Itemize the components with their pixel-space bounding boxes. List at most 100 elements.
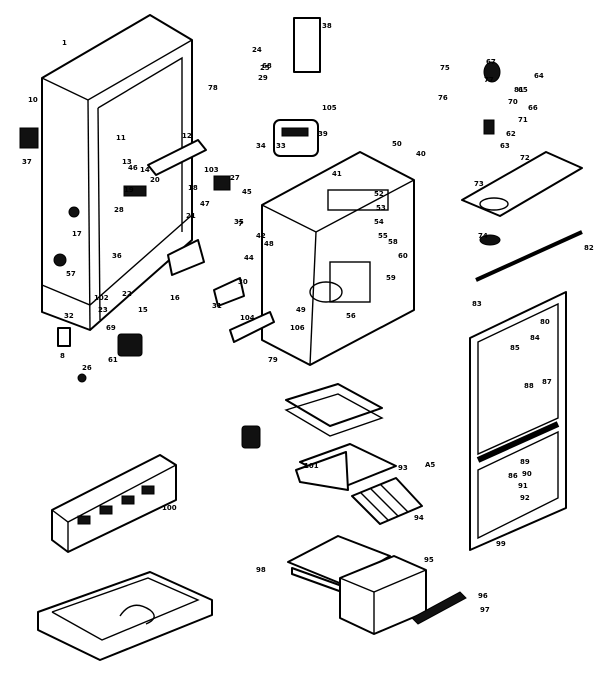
ice-tray-rack	[461, 61, 583, 246]
callout-100: 100	[162, 504, 177, 512]
callout-85: 85	[510, 344, 520, 352]
callout-54: 54	[374, 218, 384, 226]
wire-shelf	[351, 477, 423, 525]
callout-91: 91	[518, 482, 528, 490]
callout-7: 7	[238, 220, 243, 228]
callout-93: 93	[398, 464, 408, 472]
callout-10: 10	[28, 96, 38, 104]
callout-20: 20	[150, 176, 160, 184]
shelf-glass	[241, 383, 397, 491]
callout-11: 11	[116, 134, 126, 142]
callout-92: 92	[520, 494, 530, 502]
callout-63: 63	[500, 142, 510, 150]
callout-65: 65	[518, 86, 528, 94]
callout-23: 23	[98, 306, 108, 314]
callout-87: 87	[542, 378, 552, 386]
callout-70: 70	[508, 98, 518, 106]
callout-101: 101	[304, 462, 319, 470]
callout-106: 106	[290, 324, 305, 332]
callout-39: 39	[318, 130, 328, 138]
outer-cabinet-liner	[41, 14, 193, 331]
crisper-drawers	[287, 535, 467, 635]
callout-69: 69	[106, 324, 116, 332]
callout-37: 37	[22, 158, 32, 166]
callout-48: 48	[264, 240, 274, 248]
callout-61: 61	[108, 356, 118, 364]
callout-14: 14	[140, 166, 150, 174]
callout-77: 77	[484, 76, 494, 84]
callout-76: 76	[438, 94, 448, 102]
callout-67: 67	[486, 58, 496, 66]
callout-50: 50	[392, 140, 402, 148]
door-frame	[469, 291, 567, 551]
callout-73: 73	[474, 180, 484, 188]
callout-56: 56	[346, 312, 356, 320]
callout-68: 68	[262, 62, 272, 70]
callout-25: 25	[260, 64, 270, 72]
callout-28: 28	[114, 206, 124, 214]
callout-78: 78	[208, 84, 218, 92]
callout-86: 86	[508, 472, 518, 480]
callout-90: 90	[522, 470, 532, 478]
callout-81: 81	[514, 86, 524, 94]
callout-55: 55	[378, 232, 388, 240]
callout-17: 17	[72, 230, 82, 238]
callout-8: 8	[60, 352, 65, 360]
callout-38: 38	[322, 22, 332, 30]
callout-80: 80	[540, 318, 550, 326]
callout-62: 62	[506, 130, 516, 138]
inner-housing	[261, 151, 415, 366]
callout-46: 46	[128, 164, 138, 172]
callout-98: 98	[256, 566, 266, 574]
callout-96: 96	[478, 592, 488, 600]
callout-75: 75	[440, 64, 450, 72]
callout-36: 36	[112, 252, 122, 260]
callout-22: 22	[122, 290, 132, 298]
divider-front	[51, 454, 177, 553]
callout-49: 49	[296, 306, 306, 314]
callout-104: 104	[240, 314, 255, 322]
callout-40: 40	[416, 150, 426, 158]
callout-95: 95	[424, 556, 434, 564]
section-label: A5	[425, 461, 435, 469]
callout-33: 33	[276, 142, 286, 150]
callout-42: 42	[256, 232, 266, 240]
fan-assembly	[273, 17, 321, 157]
callout-57: 57	[66, 270, 76, 278]
callout-52: 52	[374, 190, 384, 198]
callout-102: 102	[94, 294, 109, 302]
callout-1: 1	[62, 39, 67, 47]
callout-74: 74	[478, 232, 488, 240]
callout-53: 53	[376, 204, 386, 212]
callout-66: 66	[528, 104, 538, 112]
callout-35: 35	[234, 218, 244, 226]
callout-45: 45	[242, 188, 252, 196]
callout-19: 19	[124, 186, 134, 194]
callout-15: 15	[138, 306, 148, 314]
callout-30: 30	[238, 278, 248, 286]
callout-79: 79	[268, 356, 278, 364]
callout-84: 84	[530, 334, 540, 342]
callout-60: 60	[398, 252, 408, 260]
callout-103: 103	[204, 166, 219, 174]
callout-24: 24	[252, 46, 262, 54]
callout-29: 29	[258, 74, 268, 82]
callout-31: 31	[212, 302, 222, 310]
callout-64: 64	[534, 72, 544, 80]
compressor-parts	[57, 327, 143, 383]
callout-41: 41	[332, 170, 342, 178]
drain-pan	[37, 571, 213, 661]
callout-59: 59	[386, 274, 396, 282]
callout-27: 27	[230, 174, 240, 182]
callout-89: 89	[520, 458, 530, 466]
callout-83: 83	[472, 300, 482, 308]
callout-16: 16	[170, 294, 180, 302]
callout-32: 32	[64, 312, 74, 320]
callout-88: 88	[524, 382, 534, 390]
callout-82: 82	[584, 244, 594, 252]
callout-18: 18	[188, 184, 198, 192]
door-rod	[475, 230, 583, 282]
callout-44: 44	[244, 254, 254, 262]
callout-58: 58	[388, 238, 398, 246]
